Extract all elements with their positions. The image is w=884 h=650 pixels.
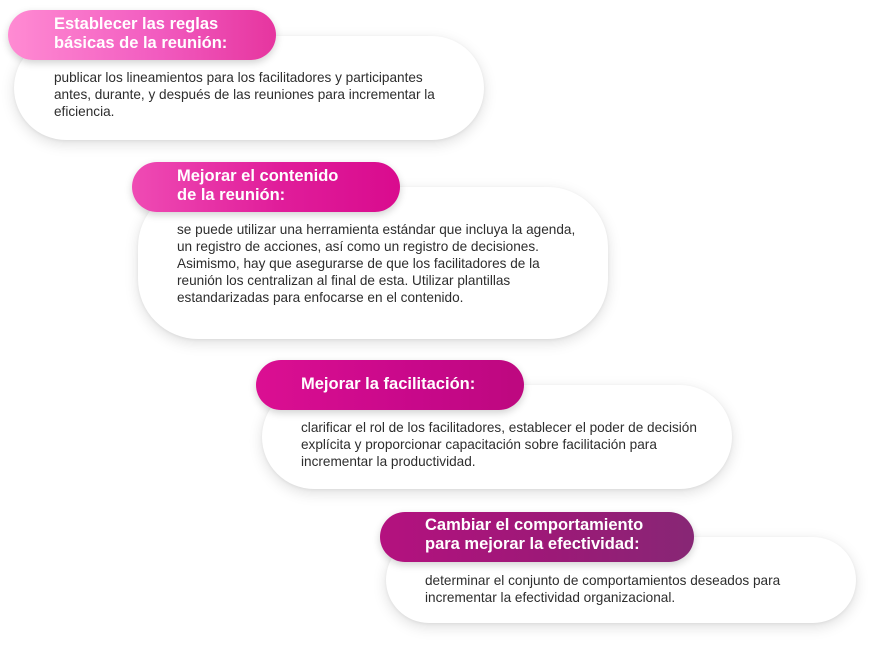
step-2-description: se puede utilizar una herramienta estánd…	[177, 222, 576, 305]
step-2-title: Mejorar el contenido de la reunión:	[177, 167, 339, 204]
step-1-title-pill	[8, 10, 276, 60]
step-3-description: clarificar el rol de los facilitadores, …	[301, 420, 697, 469]
step-4-description: determinar el conjunto de comportamiento…	[425, 573, 781, 605]
step-2-card	[138, 187, 608, 339]
step-3-title: Mejorar la facilitación:	[301, 375, 476, 393]
step-2-title-pill	[132, 162, 400, 212]
step-4-title: Cambiar el comportamiento para mejorar l…	[425, 516, 644, 553]
step-4-title-pill	[380, 512, 694, 562]
step-1-title: Establecer las reglas básicas de la reun…	[54, 15, 228, 52]
step-3-title-pill	[256, 360, 524, 410]
step-1-description: publicar los lineamientos para los facil…	[54, 70, 435, 119]
